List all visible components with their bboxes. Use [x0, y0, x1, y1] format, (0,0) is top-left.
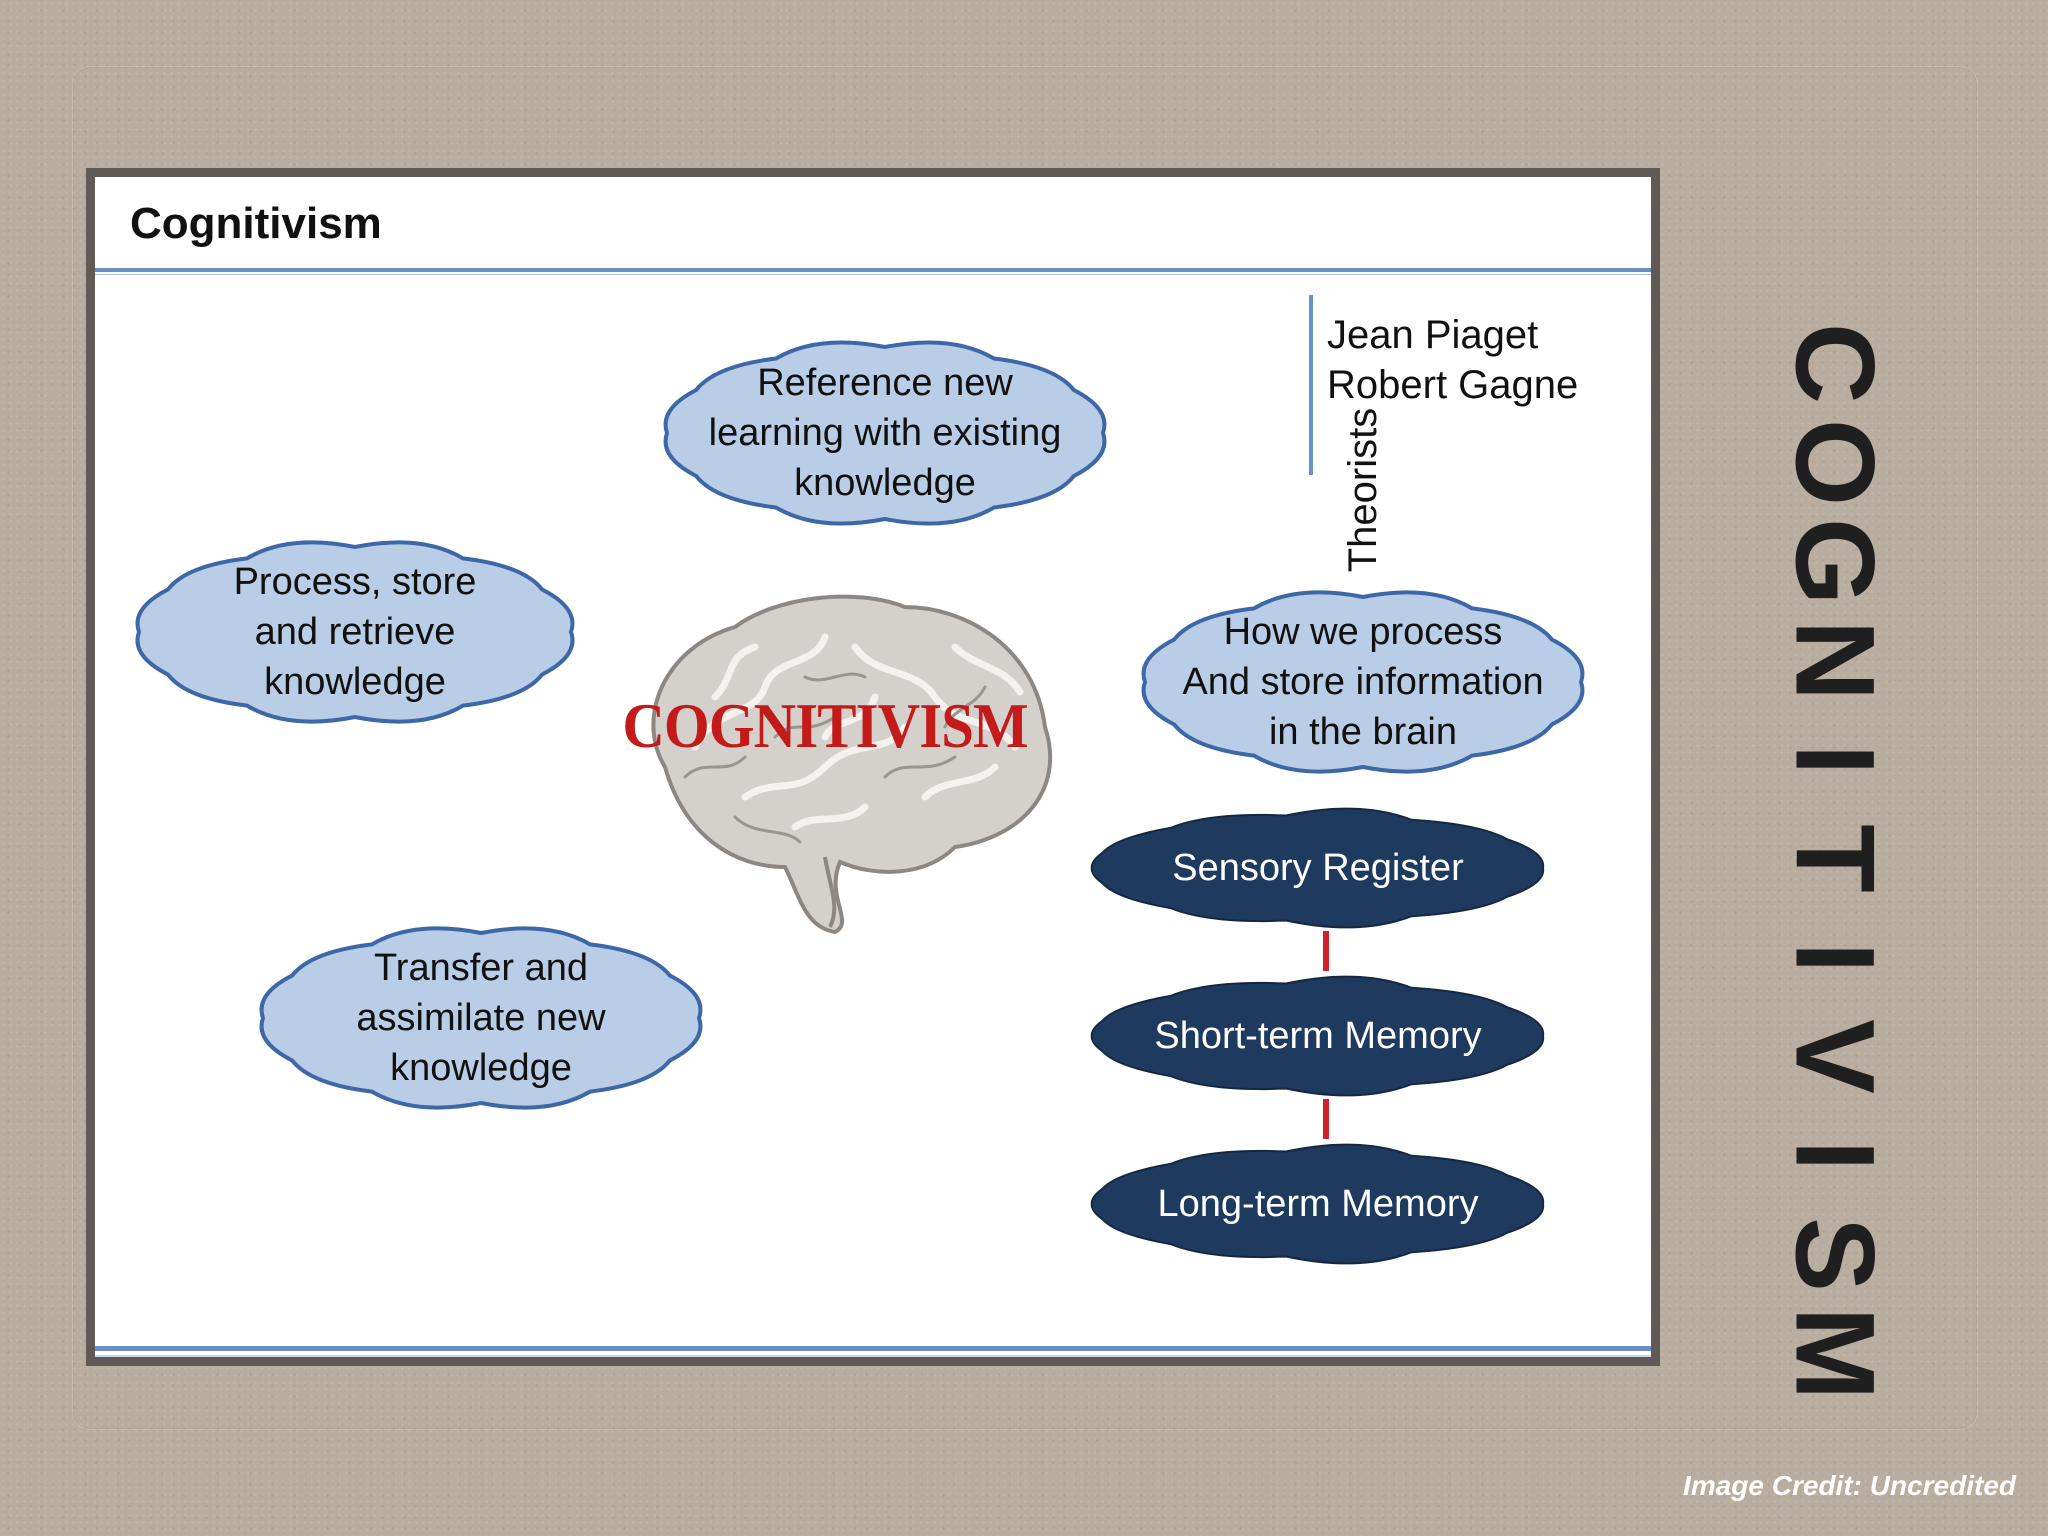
theorists-label: Theorists: [1341, 407, 1385, 573]
theorist-name: Robert Gagne: [1327, 363, 1579, 407]
cloud-shape: [1090, 1143, 1545, 1265]
memory-stage-short-term: Short-term Memory: [1154, 1015, 1482, 1057]
brain-illustration: [651, 594, 1053, 935]
bottom-rule: [95, 1346, 1651, 1351]
cloud-shape: [1141, 590, 1585, 774]
slide-image: Cognitivism Theorists Jean Piaget Robert…: [95, 177, 1651, 1357]
theorist-name: Jean Piaget: [1327, 313, 1539, 357]
side-title-letter: M: [1772, 1306, 1898, 1401]
cloud-shape: [1090, 975, 1545, 1097]
theorists-divider: [1309, 295, 1313, 475]
memory-stage-long-term: Long-term Memory: [1157, 1183, 1479, 1225]
title-underline: [95, 268, 1651, 272]
cloud-outline: [1090, 1143, 1545, 1265]
slide-image-frame: Cognitivism Theorists Jean Piaget Robert…: [86, 168, 1660, 1366]
cloud-shape: [1090, 807, 1545, 929]
cloud-outline: [135, 540, 575, 724]
content-panel: [72, 66, 1978, 1430]
cloud-shape: [135, 540, 575, 724]
memory-connector: [1323, 931, 1329, 971]
cloud-text-reference-new-learning: Reference new learning with existing kno…: [708, 362, 1062, 504]
image-credit: Image Credit: Uncredited: [1683, 1470, 2016, 1501]
cloud-outline: [663, 340, 1107, 526]
slide-title: Cognitivism: [130, 199, 382, 248]
title-underline-thin: [95, 274, 1651, 275]
cloud-shape: [663, 340, 1107, 526]
bottom-rule-thin: [95, 1355, 1651, 1357]
cloud-text-transfer-assimilate: Transfer and assimilate new knowledge: [356, 947, 606, 1089]
cloud-outline: [259, 926, 703, 1110]
memory-connector: [1323, 1099, 1329, 1139]
center-label: COGNITIVISM: [622, 690, 1028, 761]
cloud-text-process-store-retrieve: Process, store and retrieve knowledge: [233, 561, 477, 703]
memory-stage-sensory-register: Sensory Register: [1172, 847, 1464, 889]
cloud-outline: [1090, 975, 1545, 1097]
cloud-outline: [1090, 807, 1545, 929]
cloud-shape: [259, 926, 703, 1110]
cloud-text-how-we-process: How we process And store information in …: [1182, 611, 1544, 753]
cloud-outline: [1141, 590, 1585, 774]
